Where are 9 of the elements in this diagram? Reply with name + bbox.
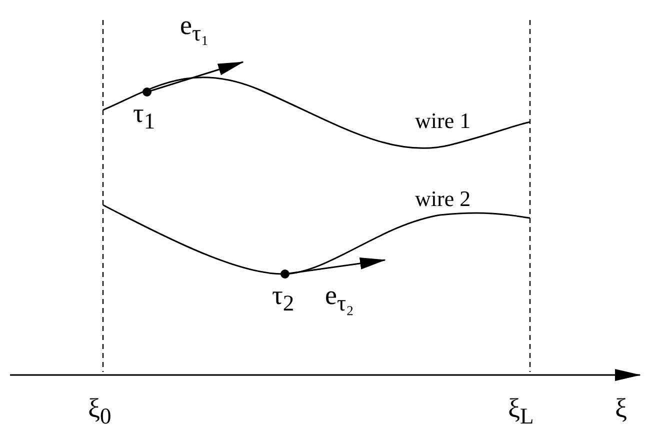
variable-label: τ$_{2}$ — [272, 282, 294, 315]
axis-label: ξ$_{L}$ — [508, 395, 534, 428]
axis-label: ξ — [615, 395, 628, 422]
variable-label: e$_{τ₂}$ — [325, 282, 354, 315]
axis-label: ξ$_{0}$ — [88, 395, 112, 428]
variable-label: e$_{τ₁}$ — [180, 12, 209, 45]
wire-label: wire 2 — [415, 188, 471, 210]
wire-label: wire 1 — [415, 110, 471, 132]
variable-label: τ$_{1}$ — [133, 100, 156, 133]
